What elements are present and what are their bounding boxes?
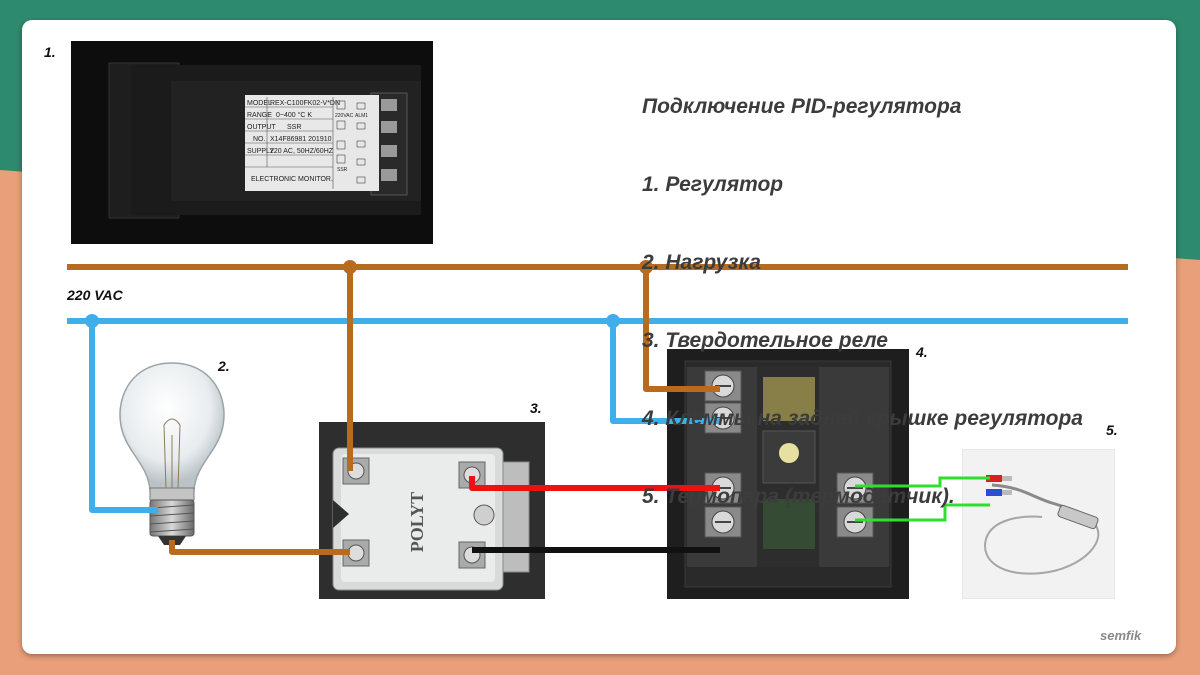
label-thermocouple: 5. (1106, 422, 1118, 438)
label-controller: 1. (44, 44, 56, 60)
neutral-junction-lamp (85, 314, 99, 328)
plate-key-no: NO. (253, 136, 266, 143)
neutral-to-lamp-wire (89, 321, 158, 513)
supply-voltage-label: 220 VAC (67, 287, 123, 303)
lamp-base (149, 499, 195, 545)
legend-item-5: 5. Термопара (термодатчик). (642, 485, 955, 508)
ssr-brand: POLYT (407, 492, 427, 552)
controller-rear-photo (667, 349, 909, 599)
plate-wiring-symbols (336, 100, 366, 184)
rear-terminal-left-4 (704, 506, 742, 538)
lamp-filament (163, 418, 181, 491)
thermocouple-photo (962, 449, 1115, 599)
label-load: 2. (218, 358, 230, 374)
plate-side-220vac: 220VAC (335, 113, 354, 119)
rear-center-indicator (779, 443, 799, 463)
thermocouple-lead-blue (986, 489, 1012, 496)
plate-value-no: X14F86981 201910 (270, 136, 332, 143)
thermocouple-cable (984, 515, 1100, 575)
live-junction-controller (639, 260, 653, 274)
thermocouple-probe (1057, 504, 1099, 530)
plate-value-supply: 220 AC, 50HZ/60HZ (270, 148, 334, 155)
legend-heading: Подключение PID-регулятора (642, 95, 962, 118)
plate-key-model: MODEL (247, 100, 272, 107)
plate-key-range: RANGE (247, 112, 272, 119)
ssr-terminal-input-positive (458, 461, 486, 489)
plate-side-ssr: SSR (337, 167, 348, 173)
legend-item-4: 4. Клеммы на задней крышке регулятора (642, 407, 1083, 430)
rear-terminal-left-3 (704, 472, 742, 504)
live-junction-ssr (343, 260, 357, 274)
ssr-positive-wire (469, 476, 720, 491)
thermocouple-lead-red (986, 475, 1012, 482)
ssr-mount-screw (473, 504, 495, 526)
live-to-controller-wire (643, 267, 720, 392)
rear-terminal-right-2 (836, 506, 874, 538)
plate-side-alm1: ALM1 (355, 113, 368, 119)
lamp-photo (119, 362, 225, 545)
legend-item-1: 1. Регулятор (642, 173, 784, 196)
legend-item-2: 2. Нагрузка (642, 251, 761, 274)
label-rear-terminals: 4. (916, 344, 928, 360)
legend-item-3: 3. Твердотельное реле (642, 329, 888, 352)
lamp-to-ssr-wire (169, 540, 350, 555)
plate-value-model: REX-C100FK02-V*DN (270, 100, 340, 107)
rear-terminal-right-1 (836, 472, 874, 504)
legend-text: Подключение PID-регулятора 1. Регулятор … (642, 42, 1083, 536)
watermark: semfik (1100, 628, 1142, 643)
label-ssr: 3. (530, 400, 542, 416)
plate-key-output: OUTPUT (247, 124, 277, 131)
thermocouple-wire-bottom (855, 503, 990, 522)
plate-value-range: 0~400 °C K (276, 111, 312, 119)
plate-value-output: SSR (287, 124, 301, 131)
plate-key-supply: SUPPLY (247, 148, 274, 155)
thermocouple-wire-top (855, 476, 990, 488)
neutral-to-controller-wire (610, 321, 720, 424)
neutral-junction-controller (606, 314, 620, 328)
ssr-photo: POLYT (319, 422, 545, 599)
plate-footer: ELECTRONIC MONITOR. (251, 176, 333, 183)
controller-photo: MODEL REX-C100FK02-V*DN RANGE 0~400 °C K… (71, 41, 433, 244)
